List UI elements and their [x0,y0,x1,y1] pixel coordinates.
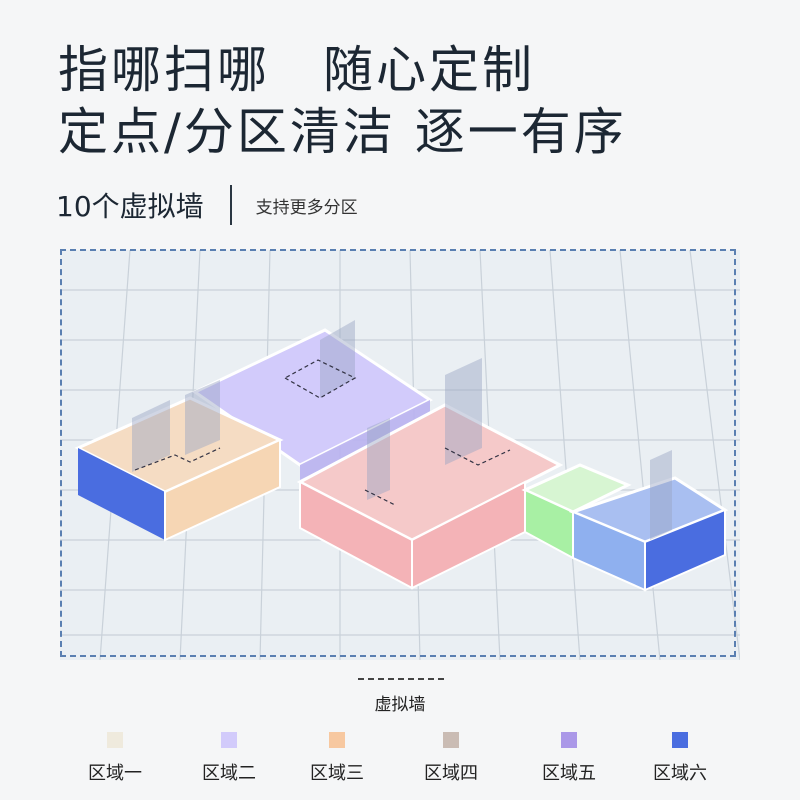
zone-6-room [568,450,729,592]
map-frame [60,249,736,657]
zone-5-room [521,463,632,560]
zone-label: 区域二 [202,763,256,784]
zone-label: 区域三 [310,763,364,784]
zone-color-swatch [221,732,237,748]
floor-plan-map [60,250,740,660]
legend-item-zone-6: 区域六 [635,732,725,785]
zone-color-swatch [561,732,577,748]
legend-item-zone-2: 区域二 [184,732,274,785]
subheading: 10个虚拟墙 支持更多分区 [56,185,358,225]
legend-item-zone-5: 区域五 [524,732,614,785]
headline-line-2: 定点/分区清洁 逐一有序 [58,103,627,161]
zone-label: 区域五 [542,763,596,784]
legend-item-zone-4: 区域四 [406,732,496,785]
zone-4-room [296,358,564,590]
legend-item-zone-3: 区域三 [292,732,382,785]
zone-1-room [74,380,284,542]
virtual-wall [367,418,390,500]
virtual-wall-legend-line [358,678,444,680]
zone-color-swatch [443,732,459,748]
zone-6-wall-face [78,448,165,540]
more-zones-note: 支持更多分区 [255,197,358,218]
zone-label: 区域六 [653,763,707,784]
zone-color-swatch [107,732,123,748]
virtual-wall [650,450,672,540]
zone-legend: 区域一 区域二 区域三 区域四 区域五 区域六 [0,732,800,792]
legend-item-zone-1: 区域一 [70,732,160,785]
headline-line-1: 指哪扫哪 随心定制 [58,41,535,99]
zone-color-swatch [672,732,688,748]
virtual-wall [185,380,220,455]
divider [229,185,232,225]
zone-label: 区域一 [88,763,142,784]
virtual-wall [132,400,170,472]
virtual-wall [445,358,482,465]
virtual-wall [320,320,355,398]
virtual-wall-count: 10个虚拟墙 [56,190,204,223]
virtual-wall-legend-label: 虚拟墙 [374,695,426,715]
zone-label: 区域四 [424,763,478,784]
zone-color-swatch [329,732,345,748]
